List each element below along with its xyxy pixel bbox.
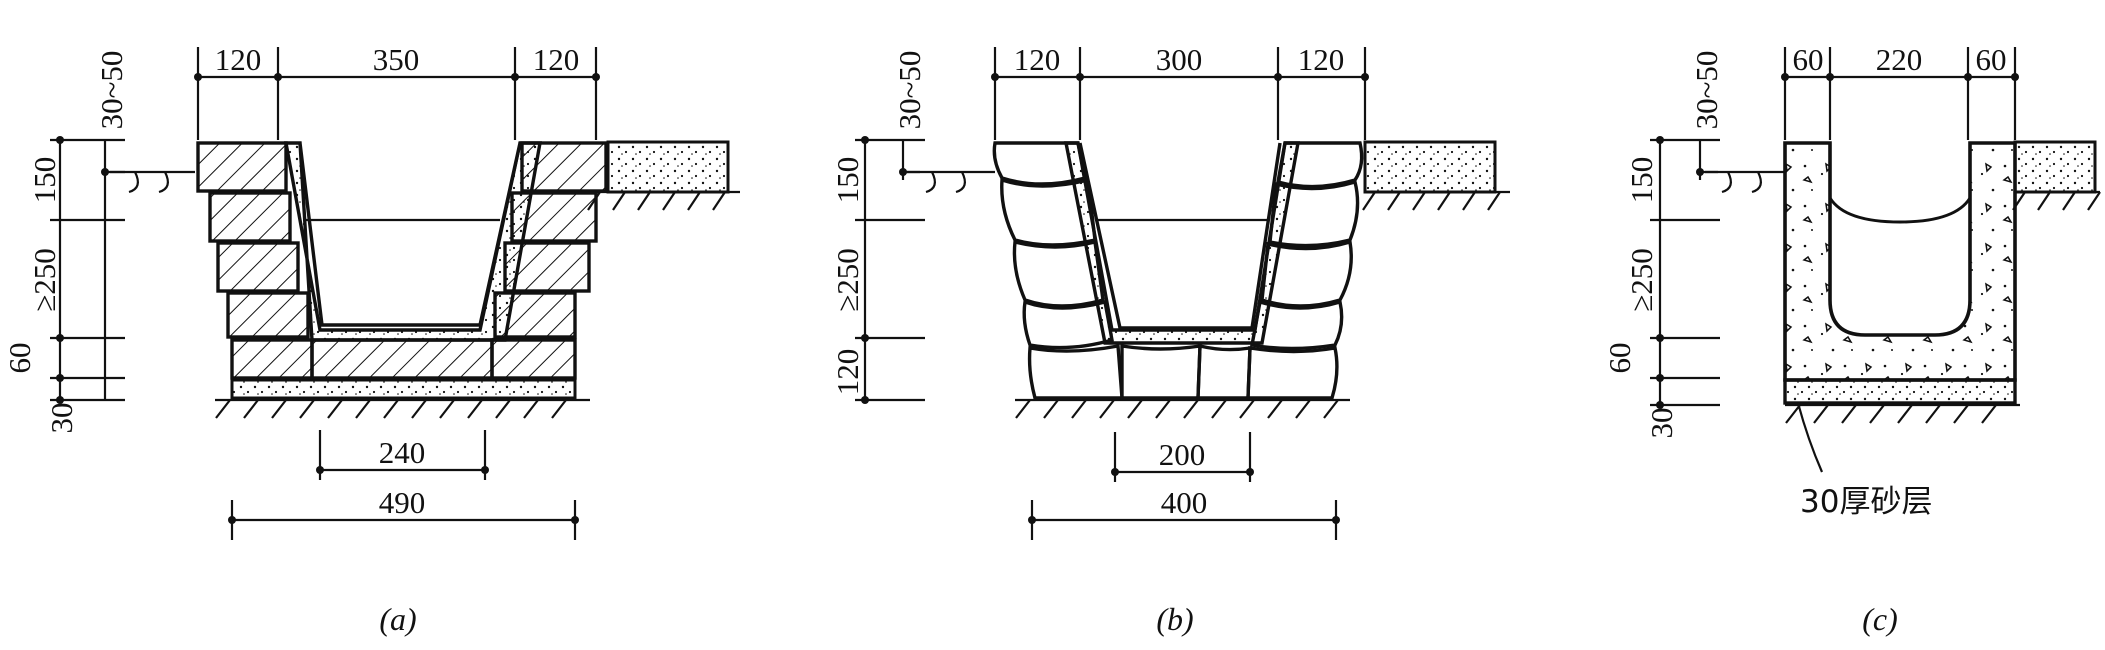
- diagram-b-ground: [1015, 140, 1510, 419]
- diagram-b-rubble-wall-right: [1246, 141, 1364, 400]
- diagram-b-side-dim-150: 150: [830, 157, 865, 204]
- diagram-b-caption: (b): [1156, 601, 1193, 637]
- diagram-b-top-dimension: 120 300 120: [991, 42, 1369, 140]
- diagram-c-top-dim-mid: 220: [1876, 42, 1923, 77]
- diagram-c-concrete-u-channel: [1783, 141, 2017, 382]
- diagram-b-top-dim-left: 120: [1014, 42, 1061, 77]
- diagram-a-sand-bed: [230, 378, 577, 400]
- diagram-a-top-dim-mid: 350: [373, 42, 420, 77]
- diagram-a-top-dimension: 120 350 120: [194, 42, 600, 140]
- diagram-a-bottom-dim-240: 240: [379, 435, 426, 470]
- diagram-c-caption: (c): [1862, 601, 1898, 637]
- diagram-a-brick-gutter: 120 350 120 30~50 150 ≥250 60 30: [2, 42, 740, 637]
- diagram-a-caption: (a): [379, 601, 416, 637]
- diagram-c-water-level-symbol: [1705, 170, 1785, 194]
- diagram-c-top-dim-left: 60: [1793, 42, 1824, 77]
- diagram-a-bottom-dimension: 240 490: [228, 430, 579, 540]
- diagram-a-side-dim-150: 150: [27, 157, 62, 204]
- diagram-c-side-dim-150: 150: [1624, 157, 1659, 204]
- diagram-b-stone-gutter: 120 300 120 30~50 150 ≥250 120: [830, 42, 1510, 637]
- diagram-a-brick-wall-right: [490, 141, 608, 380]
- diagram-a-top-dim-left: 120: [215, 42, 262, 77]
- diagram-b-channel: [1078, 142, 1282, 330]
- diagram-b-side-dim-30-50: 30~50: [892, 51, 927, 130]
- diagram-c-sand-layer-label: 30厚砂层: [1800, 484, 1932, 520]
- diagram-b-bottom-dim-400: 400: [1161, 485, 1208, 520]
- diagram-b-top-dim-right: 120: [1298, 42, 1345, 77]
- diagram-b-side-dim-250: ≥250: [830, 248, 865, 312]
- diagram-c-top-dimension: 60 220 60: [1781, 42, 2019, 140]
- diagram-c-side-dimension: 30~50 150 ≥250 60 30: [1602, 51, 1724, 439]
- diagram-a-side-dim-250: ≥250: [27, 248, 62, 312]
- diagram-c-water-surface: [1828, 197, 1972, 224]
- diagram-a-mortar-lining: [283, 141, 543, 342]
- diagram-c-top-dim-right: 60: [1976, 42, 2007, 77]
- diagram-c-sand-bed: [1783, 378, 2017, 405]
- diagram-a-channel: [298, 142, 522, 327]
- diagram-c-side-dim-60: 60: [1602, 343, 1637, 374]
- diagram-b-bottom-dimension: 200 400: [1028, 432, 1340, 540]
- diagram-a-side-dim-60: 60: [2, 343, 37, 374]
- diagram-b-bottom-dim-200: 200: [1159, 437, 1206, 472]
- diagram-a-bottom-brick: [310, 338, 494, 380]
- diagram-b-water-level-symbol: [905, 170, 995, 194]
- diagram-a-brick-wall-left: [196, 141, 314, 380]
- diagram-c-ground: [1785, 140, 2101, 424]
- diagram-c-sand-layer-note: 30厚砂层: [1796, 402, 1932, 520]
- diagram-b-rubble-wall-left: [992, 141, 1124, 400]
- diagram-b-side-dim-120: 120: [830, 349, 865, 396]
- diagram-c-side-dim-250: ≥250: [1624, 248, 1659, 312]
- diagram-c-concrete-gutter: 60 220 60 30~50 150 ≥250 60 30: [1602, 42, 2101, 637]
- diagram-a-side-dim-30: 30: [44, 403, 79, 434]
- diagram-c-side-dim-30: 30: [1644, 408, 1679, 439]
- diagram-a-side-dimension: 30~50 150 ≥250 60 30: [2, 51, 129, 434]
- diagram-a-top-dim-right: 120: [533, 42, 580, 77]
- diagram-a-side-dim-30-50: 30~50: [94, 51, 129, 130]
- diagram-a-water-level-symbol: [110, 170, 195, 194]
- diagram-c-side-dim-30-50: 30~50: [1689, 51, 1724, 130]
- diagram-b-top-dim-mid: 300: [1156, 42, 1203, 77]
- diagram-b-rubble-bottom: [1120, 343, 1252, 400]
- diagram-a-bottom-dim-490: 490: [379, 485, 426, 520]
- diagram-a-ground: [215, 140, 740, 419]
- diagram-b-side-dimension: 30~50 150 ≥250 120: [830, 51, 927, 404]
- diagram-b-mortar-lining: [1063, 141, 1301, 345]
